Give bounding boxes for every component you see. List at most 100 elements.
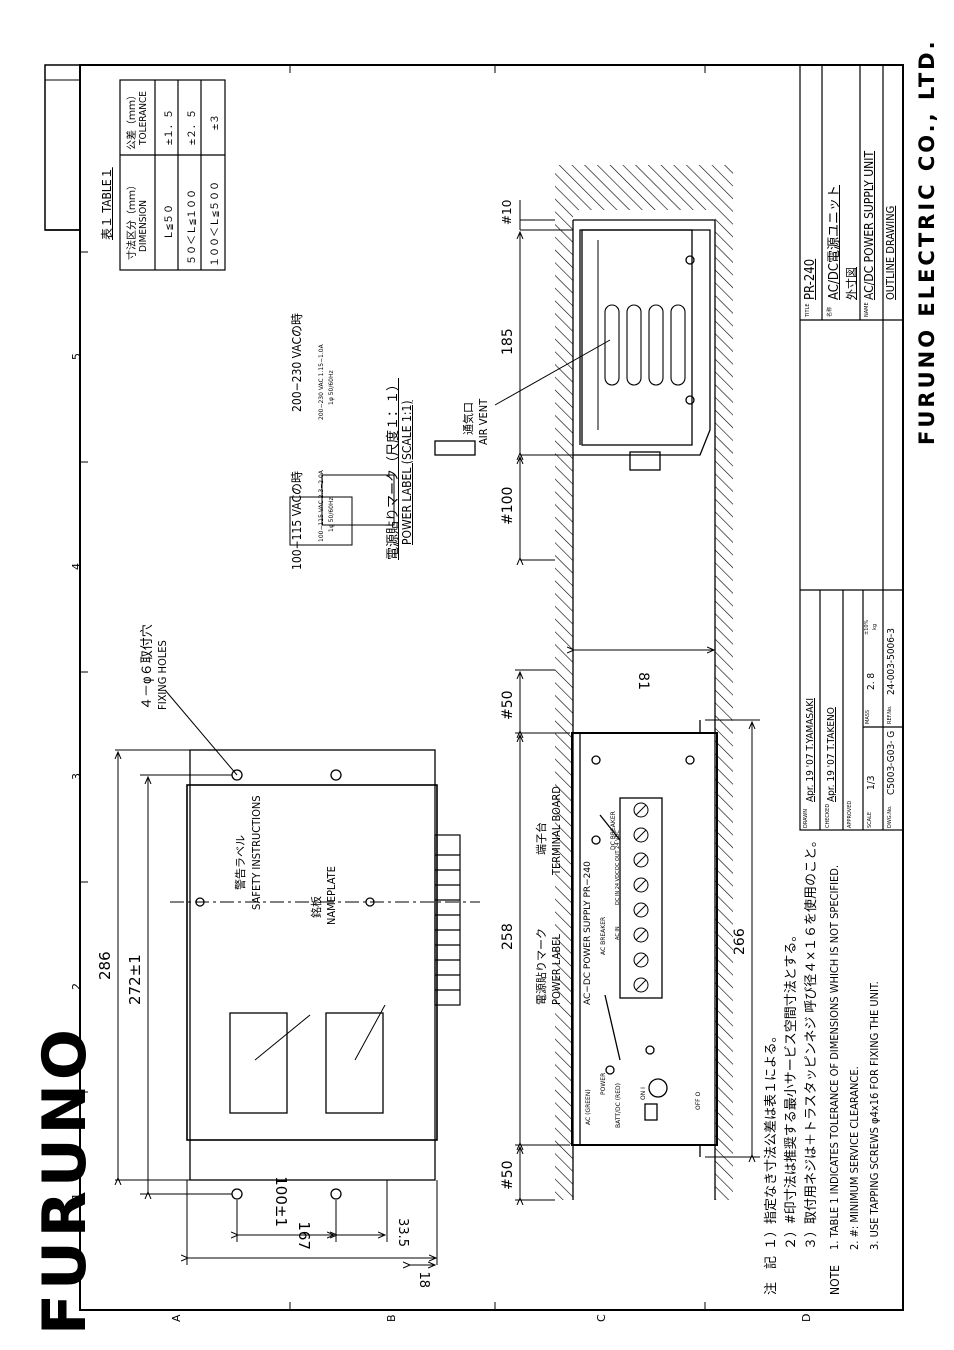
tb-mass-unit: kg <box>872 623 878 630</box>
notes-en-3: 3. USE TAPPING SCREWS φ4x16 FOR FIXING T… <box>868 981 881 1250</box>
table-1-row-2-tol: ±２．５ <box>187 108 198 145</box>
tb-checked: Apr. 19 '07 T.TAKENO <box>826 707 837 802</box>
tb-mass: 2. 8 <box>866 672 877 690</box>
grid-row-d: D <box>800 1313 813 1322</box>
notes-jp-3: ３）取付用ネジは＋トラスタッピンネジ 呼び径４×１６を使用のこと。 <box>804 834 819 1250</box>
terminal-board-jp: 端子台 <box>535 822 548 855</box>
power-label-low-title: 100−115 VACの時 <box>290 470 304 570</box>
grid-row-a: A <box>170 1314 183 1322</box>
power-switch-label: POWER <box>600 1072 607 1095</box>
top-view <box>170 440 480 1200</box>
nameplate-jp: 銘板 <box>310 896 323 918</box>
tb-title: PR-240 <box>803 258 818 300</box>
dim-100: 100±1 <box>272 1176 290 1227</box>
notes-jp-2: ２）#印寸法は推奨する最小サービス空間寸法とする。 <box>784 928 799 1250</box>
power-label-callout-jp: 電源貼りマーク <box>535 928 548 1005</box>
off-label: OFF O <box>695 1091 702 1110</box>
power-label-low-box-l1: 100−115 VAC 2.3−2.0A <box>318 470 325 542</box>
table-1-frame <box>119 79 226 271</box>
fixing-holes-jp: ４－φ６取付穴 <box>140 624 155 710</box>
nameplate-en: NAMEPLATE <box>325 866 338 925</box>
dim-front-height: 81 <box>635 672 651 690</box>
table-1-tol-header-en: TOLERANCE <box>138 91 149 145</box>
table-1-row-2-dim: ５０＜Ｌ≦１００ <box>187 188 198 265</box>
tb-checked-label: CHECKED <box>825 803 831 828</box>
table-1-row-1-dim: Ｌ≦５０ <box>164 203 175 240</box>
grid-col-4: 4 <box>70 563 83 570</box>
tb-name-2: OUTLINE DRAWING <box>884 205 897 300</box>
power-label-caption-jp: 電源貼りマーク（尺度１：１） <box>386 377 401 560</box>
on-label: ON I <box>640 1087 647 1100</box>
power-label-low-box-l2: 1φ 50/60Hz <box>328 497 335 532</box>
side-view <box>494 165 733 670</box>
dc-out-label: DC OUT 24 VDC <box>615 830 621 870</box>
dim-front-width: 258 <box>500 923 516 950</box>
power-label-high-title: 200−230 VACの時 <box>290 312 304 412</box>
dim-286: 286 <box>96 951 114 980</box>
grid-col-5: 5 <box>70 353 83 360</box>
ac-led-label: AC (GREEN) <box>585 1089 592 1125</box>
ac-in-label: AC IN <box>615 926 621 940</box>
power-label-high-box-l2: 1φ 50/60Hz <box>328 370 335 405</box>
table-1-title: 表１ TABLE１ <box>100 167 114 240</box>
title-block-frame <box>799 64 904 831</box>
power-label-callout-en: POWER LABEL <box>550 934 563 1005</box>
dim-167: 167 <box>295 1221 313 1250</box>
safety-label-en: SAFETY INSTRUCTIONS <box>250 795 263 910</box>
notes-en-1: 1. TABLE 1 INDICATES TOLERANCE OF DIMENS… <box>828 864 841 1250</box>
notes-en-2: 2. #: MINIMUM SERVICE CLEARANCE. <box>848 1066 861 1250</box>
tb-mass-tol: ±10% <box>864 619 870 635</box>
tb-title-label: TITLE <box>805 303 811 317</box>
notes-en-label: NOTE <box>828 1265 842 1295</box>
front-view <box>515 640 760 1200</box>
grid-col-2: 2 <box>70 983 83 990</box>
company-name: FURUNO ELECTRIC CO., LTD. <box>915 38 939 445</box>
table-1-dim-header-en: DIMENSION <box>138 200 149 252</box>
table-1-row-3-dim: １００＜Ｌ≦５００ <box>210 180 221 267</box>
air-vent-jp: 通気口 <box>462 402 475 435</box>
table-1-tol-header-jp: 公差（ｍｍ） <box>127 90 138 150</box>
grid-col-1: 1 <box>70 1193 83 1200</box>
grid-row-c: C <box>595 1314 608 1322</box>
air-vent-en: AIR VENT <box>477 398 490 445</box>
safety-label-jp: 警告ラベル <box>234 835 247 890</box>
dim-33-5: 33.5 <box>395 1218 410 1247</box>
ac-breaker-label: AC BREAKER <box>600 916 607 955</box>
tb-name-1: AC/DC POWER SUPPLY UNIT <box>862 150 876 300</box>
tb-approved-label: APPROVED <box>847 800 853 828</box>
tb-drawn: Apr. 19 '07 T.YAMASAKI <box>805 698 816 802</box>
notes-jp-label: 注 記 <box>764 1255 779 1295</box>
tb-ref-label: REF.No. <box>887 705 893 724</box>
terminal-board-en: TERMINAL BOARD <box>550 786 563 875</box>
tb-name-label: NAME <box>864 302 870 317</box>
table-1-dim-header-jp: 寸法区分（ｍｍ） <box>127 180 138 260</box>
dim-side-front: #100 <box>500 486 516 525</box>
power-label-high-box-l1: 200−230 VAC 1.15−1.0A <box>318 344 325 420</box>
dim-front-depth: 266 <box>732 928 748 955</box>
tb-scale: 1/3 <box>866 775 877 790</box>
fixing-holes-en: FIXING HOLES <box>156 640 169 710</box>
panel-name: AC−DC POWER SUPPLY PR−240 <box>583 861 593 1005</box>
dim-side-rear: #10 <box>500 199 514 225</box>
table-1-row-1-tol: ±１．５ <box>164 108 175 145</box>
tb-jname-2: 外寸図 <box>845 267 858 300</box>
tb-ref: 24-003-5006-3 <box>886 628 897 695</box>
tb-dwg: C5003-G03- G <box>886 730 897 795</box>
dim-front-service-right: #50 <box>500 690 516 720</box>
tb-scale-label: SCALE <box>867 811 873 828</box>
batt-led-label: BATT/DC (RED) <box>615 1083 622 1128</box>
dim-18: 18 <box>416 1271 431 1288</box>
dim-272: 272±1 <box>126 954 144 1005</box>
tb-dwg-label: DWG.No. <box>887 805 893 828</box>
notes-jp-1: １）指定なき寸法公差は表１による。 <box>764 1029 779 1250</box>
grid-col-3: 3 <box>70 773 83 780</box>
tb-mass-label: MASS <box>865 709 871 724</box>
tb-drawn-label: DRAWN <box>803 809 809 828</box>
table-1-row-3-tol: ±３ <box>210 113 221 130</box>
tb-jname-1: AC/DC電源ユニット <box>827 184 842 300</box>
grid-row-b: B <box>385 1314 398 1322</box>
dim-front-service-left: #50 <box>500 1160 516 1190</box>
